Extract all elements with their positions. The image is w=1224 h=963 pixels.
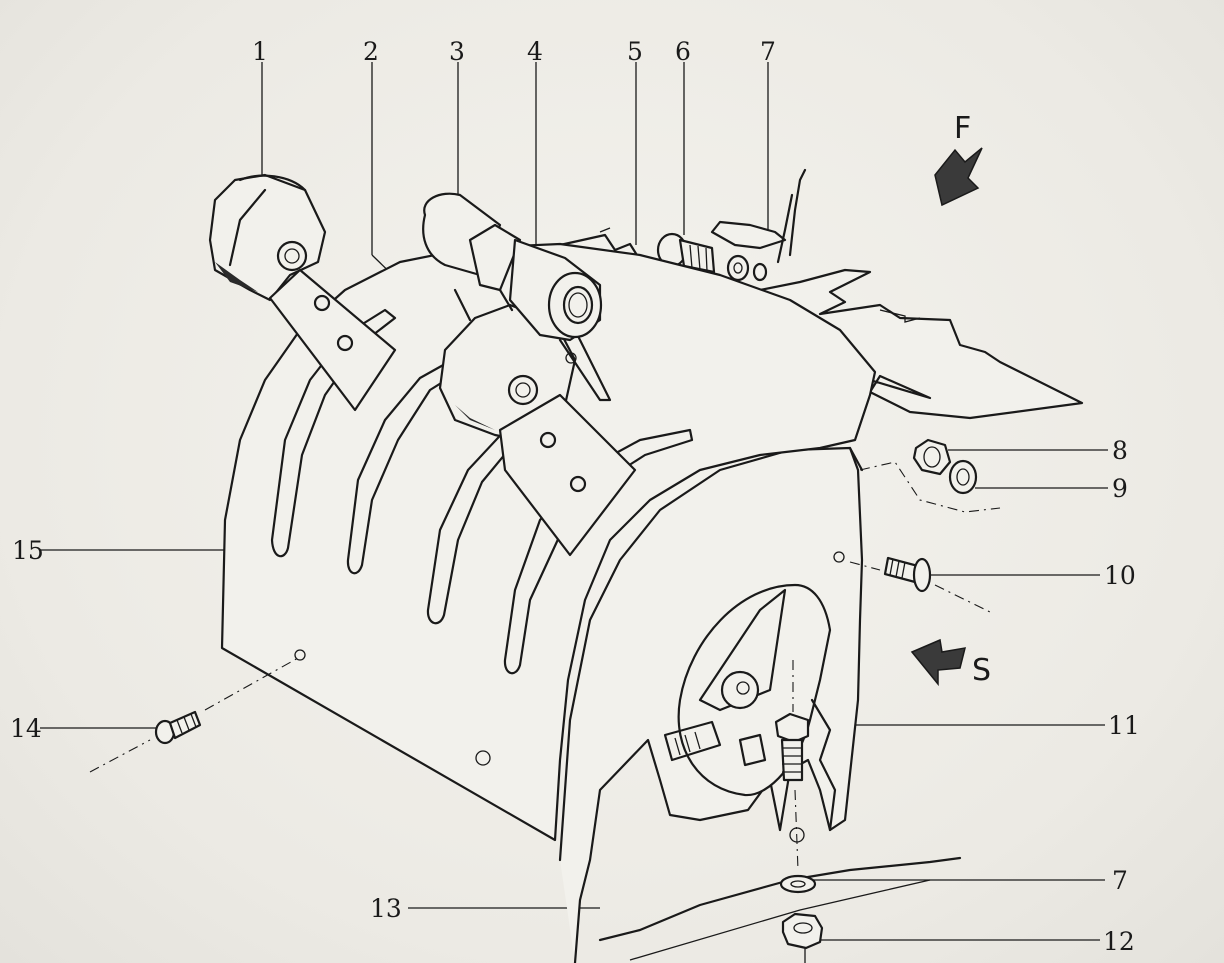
view-label-front: F [954, 111, 971, 146]
callout-12: 12 [1103, 927, 1135, 956]
callout-4: 4 [527, 37, 543, 66]
screw-10 [849, 556, 991, 613]
callout-14: 14 [10, 714, 42, 743]
callout-1: 1 [252, 37, 268, 66]
roller-3-4 [422, 192, 603, 342]
callout-8: 8 [1112, 436, 1128, 465]
bolt-washer-nut [774, 660, 824, 963]
view-arrow-front: F [934, 111, 983, 207]
screw-14 [89, 657, 299, 773]
lever-1 [208, 173, 397, 412]
callout-6: 6 [675, 37, 691, 66]
callout-3: 3 [449, 37, 465, 66]
callout-7-bottom: 7 [1112, 866, 1128, 895]
callout-2: 2 [363, 37, 379, 66]
lever-2 [438, 303, 637, 557]
callout-9: 9 [1112, 474, 1128, 503]
callout-numbers: 1 2 3 4 5 6 7 8 9 10 11 7 12 13 14 15 [10, 37, 1140, 956]
callout-11: 11 [1108, 711, 1140, 740]
callout-5: 5 [627, 37, 643, 66]
bracket-assembly [656, 168, 807, 282]
view-arrow-side: S [910, 638, 991, 688]
callout-10: 10 [1104, 561, 1136, 590]
callout-7-top: 7 [760, 37, 776, 66]
view-label-side: S [972, 653, 991, 688]
nut-and-washer [859, 438, 1001, 513]
callout-15: 15 [12, 536, 44, 565]
callout-13: 13 [370, 894, 402, 923]
